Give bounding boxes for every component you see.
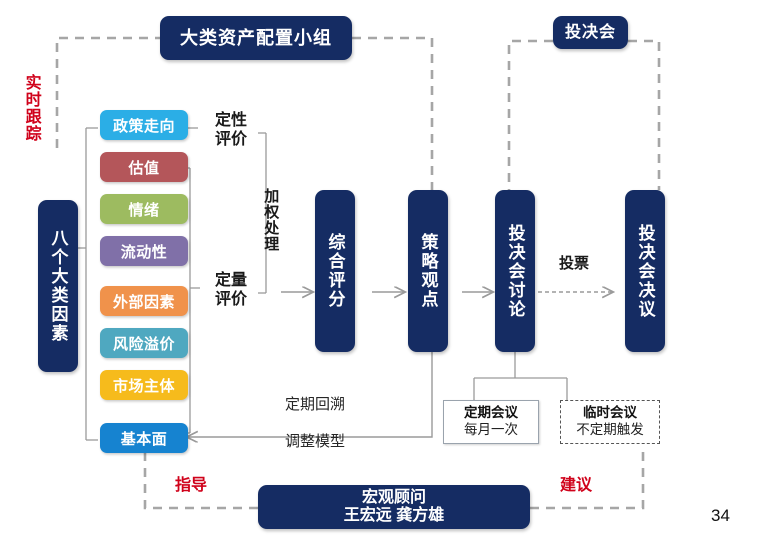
realtime-tracking-label: 实时跟踪: [22, 73, 40, 142]
macro-advisor-box[interactable]: 宏观顾问 王宏远 龚方雄: [258, 485, 530, 529]
asset-allocation-group-box[interactable]: 大类资产配置小组: [160, 16, 352, 60]
pipeline-box-composite-score[interactable]: 综合评分: [315, 190, 355, 352]
investment-committee-label: 投决会: [564, 23, 616, 41]
adjust-model-label: 调整模型: [284, 433, 345, 450]
vote-label: 投票: [558, 255, 589, 272]
eight-factors-label: 八个大类因素: [48, 229, 68, 343]
meeting-detail-1: 不定期触发: [576, 422, 644, 437]
pipeline-label-2: 投决会讨论: [505, 223, 525, 319]
pipeline-box-strategy-view[interactable]: 策略观点: [408, 190, 448, 352]
weighting-process-label: 加权处理: [262, 188, 280, 252]
factor-chip-1[interactable]: 估值: [100, 152, 188, 182]
factor-chip-7[interactable]: 基本面: [100, 423, 188, 453]
macro-advisor-role: 宏观顾问: [361, 489, 426, 507]
factor-label-1: 估值: [128, 159, 160, 177]
factor-label-0: 政策走向: [112, 117, 175, 135]
factor-label-6: 市场主体: [112, 377, 175, 395]
meeting-title-0: 定期会议: [464, 405, 518, 421]
asset-allocation-group-label: 大类资产配置小组: [180, 27, 332, 48]
factor-chip-0[interactable]: 政策走向: [100, 110, 188, 140]
factor-label-2: 情绪: [128, 201, 160, 219]
pipeline-label-3: 投决会决议: [635, 223, 655, 319]
factor-chip-2[interactable]: 情绪: [100, 194, 188, 224]
factor-chip-4[interactable]: 外部因素: [100, 286, 188, 316]
factor-label-7: 基本面: [120, 430, 168, 448]
dash-committee-to-discussion: [507, 39, 553, 190]
factor-chip-5[interactable]: 风险溢价: [100, 328, 188, 358]
guidance-label: 指导: [174, 477, 207, 494]
quantitative-eval-label: 定量 评价: [214, 272, 247, 308]
feedback-loop-line: [188, 352, 433, 437]
qualitative-eval-label: 定性 评价: [214, 112, 247, 148]
pipeline-box-committee-discussion[interactable]: 投决会讨论: [495, 190, 535, 352]
pipeline-label-0: 综合评分: [325, 233, 345, 309]
factor-chip-6[interactable]: 市场主体: [100, 370, 188, 400]
meeting-box-adhoc[interactable]: 临时会议 不定期触发: [560, 400, 660, 444]
meeting-box-regular[interactable]: 定期会议 每月一次: [443, 400, 539, 444]
dash-group-to-strategy: [352, 36, 434, 190]
factor-label-5: 风险溢价: [112, 335, 175, 353]
periodic-review-label: 定期回溯: [284, 396, 345, 413]
dash-committee-to-resolution: [628, 39, 661, 190]
pipeline-box-committee-resolution[interactable]: 投决会决议: [625, 190, 665, 352]
factor-label-3: 流动性: [120, 243, 168, 261]
investment-committee-box[interactable]: 投决会: [553, 16, 628, 49]
advice-label: 建议: [559, 477, 592, 494]
page-number: 34: [711, 506, 730, 525]
macro-advisor-names: 王宏远 龚方雄: [343, 507, 445, 524]
factor-label-4: 外部因素: [112, 293, 175, 311]
meeting-title-1: 临时会议: [583, 405, 637, 421]
eight-factors-box[interactable]: 八个大类因素: [38, 200, 78, 372]
factor-chip-3[interactable]: 流动性: [100, 236, 188, 266]
meeting-detail-0: 每月一次: [464, 422, 518, 437]
pipeline-label-1: 策略观点: [418, 233, 438, 309]
